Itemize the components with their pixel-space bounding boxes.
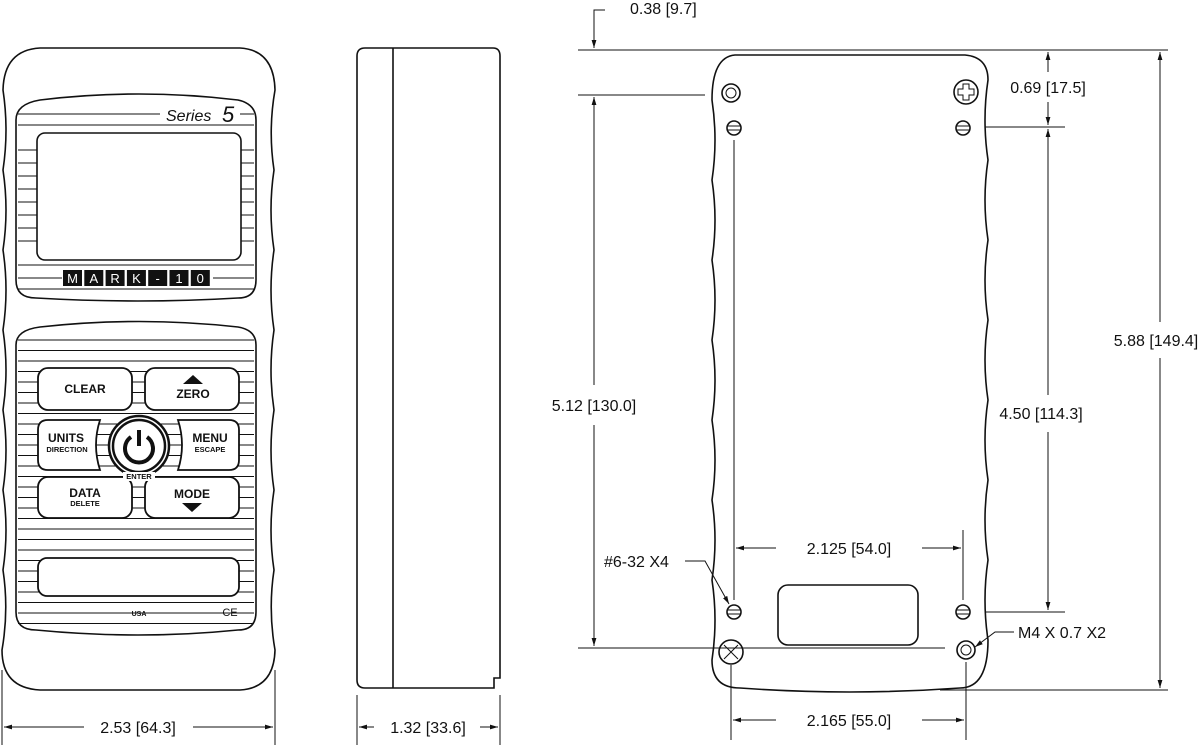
up-arrow-icon	[183, 375, 203, 384]
small-hole-width-dimension: 2.125 [54.0]	[807, 541, 892, 558]
mode-label: MODE	[174, 487, 210, 501]
overall-height-dimension: 5.88 [149.4]	[1114, 333, 1199, 350]
logo-letter: 1	[175, 271, 182, 286]
logo-letter: R	[110, 271, 119, 286]
logo-letter: K	[132, 271, 141, 286]
power-icon	[123, 430, 155, 465]
units-button[interactable]: UNITS DIRECTION	[37, 419, 102, 471]
logo-letter: 0	[197, 271, 204, 286]
screen-hatching	[18, 113, 254, 290]
logo-letter-box	[169, 270, 189, 286]
small-hole-height-dimension: 4.50 [114.3]	[999, 406, 1082, 423]
units-label: UNITS	[48, 431, 84, 445]
logo-letter-box	[105, 270, 125, 286]
logo-letter-box	[84, 270, 104, 286]
clear-label: CLEAR	[64, 382, 106, 396]
menu-label: MENU	[192, 431, 227, 445]
logo-letter-box	[126, 270, 146, 286]
width-dimension: 2.53 [64.3]	[100, 720, 176, 737]
ce-mark: CE	[222, 607, 237, 619]
label-slot	[37, 557, 240, 597]
large-hole-width-dimension: 2.165 [55.0]	[807, 713, 892, 730]
zero-label: ZERO	[176, 387, 209, 401]
enter-label-backing	[123, 472, 155, 481]
top-offset-dimension: 0.38 [9.7]	[630, 1, 697, 18]
data-label: DATA	[69, 486, 101, 500]
logo-letter: A	[89, 271, 98, 286]
enter-label: ENTER	[126, 472, 152, 481]
top-hole-offset-dimension: 0.69 [17.5]	[1010, 80, 1086, 97]
display-screen	[36, 132, 242, 261]
screw-hole-small-icon	[955, 604, 971, 620]
large-thread-note: M4 X 0.7 X2	[1018, 625, 1106, 642]
screw-hole-small-icon	[726, 120, 742, 136]
screw-hole-small-icon	[726, 604, 742, 620]
data-button[interactable]: DATA DELETE	[37, 476, 133, 519]
series-label: Series	[166, 108, 211, 125]
data-sub-label: DELETE	[70, 499, 100, 508]
side-view: 1.32 [33.6]	[356, 47, 501, 745]
screw-hole-large-icon	[956, 640, 976, 660]
screw-hole-small-icon	[955, 120, 971, 136]
down-arrow-icon	[182, 503, 202, 512]
series-number: 5	[222, 102, 235, 127]
zero-button[interactable]: ZERO	[144, 367, 240, 411]
logo-letter-box	[190, 270, 210, 286]
logo-letter: -	[156, 271, 160, 286]
logo-letter: M	[67, 271, 78, 286]
logo-letter-box	[63, 270, 82, 286]
power-enter-button[interactable]: ENTER	[107, 414, 171, 481]
label-recess	[777, 584, 919, 646]
logo-letter-box	[148, 270, 168, 286]
phillips-screw-icon	[953, 79, 979, 105]
depth-dimension: 1.32 [33.6]	[390, 720, 466, 737]
back-view: 0.38 [9.7] 5.12 [130.0] 0.69 [17.5] 4.50…	[552, 1, 1199, 740]
screw-x-icon	[718, 639, 744, 665]
origin-label: USA	[132, 611, 147, 618]
screw-hole-large-icon	[721, 83, 741, 103]
mode-button[interactable]: MODE	[144, 476, 240, 519]
clear-button[interactable]: CLEAR	[37, 367, 133, 411]
units-sub-label: DIRECTION	[46, 445, 87, 454]
small-thread-note: #6-32 X4	[604, 554, 669, 571]
menu-sub-label: ESCAPE	[195, 445, 226, 454]
menu-button[interactable]: MENU ESCAPE	[176, 419, 240, 471]
hole-spacing-height-dimension: 5.12 [130.0]	[552, 398, 637, 415]
